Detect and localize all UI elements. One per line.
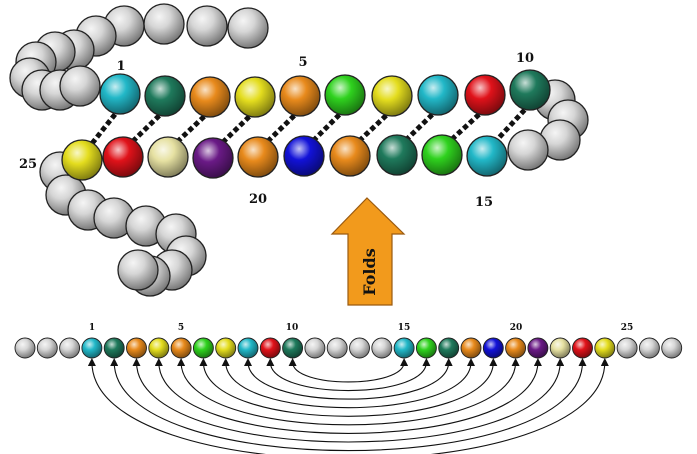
folded-top-bead-5 xyxy=(279,75,321,117)
hydrogen-bonds xyxy=(88,102,532,148)
linear-bead-19 xyxy=(415,337,437,359)
folded-residue-numbers: 1 5 10 15 20 25 xyxy=(19,51,534,210)
bond-1-24 xyxy=(88,106,122,148)
contact-arc-3-22 xyxy=(132,358,565,443)
linear-number-25: 25 xyxy=(621,323,634,333)
contact-arcs xyxy=(87,358,609,454)
folds-arrow-shape xyxy=(330,197,406,306)
folded-top-bead-2 xyxy=(144,75,186,117)
folds-arrow: Folds xyxy=(330,197,406,306)
linear-chain-beads xyxy=(14,337,683,359)
folded-top-bead-3 xyxy=(189,76,231,118)
linear-bead-20 xyxy=(438,337,460,359)
linear-residue-numbers: 1 5 10 15 20 25 xyxy=(89,323,633,333)
linear-number-15: 15 xyxy=(398,323,411,333)
folded-top-bead-10 xyxy=(509,69,551,111)
linear-number-10: 10 xyxy=(286,323,299,333)
linear-bead-6 xyxy=(126,337,147,359)
linear-bead-27 xyxy=(594,337,616,359)
linear-bead-1 xyxy=(14,337,36,359)
tail-bead-n-2 xyxy=(186,5,228,47)
contact-arc-5-20 xyxy=(177,358,520,426)
linear-bead-29 xyxy=(638,337,660,359)
linear-bead-4 xyxy=(81,337,103,359)
tail-bead-n-3 xyxy=(143,3,185,45)
folded-number-10: 10 xyxy=(516,51,534,66)
contact-arc-4-21 xyxy=(154,358,542,434)
folded-bottom-bead-3 xyxy=(147,136,189,178)
turn-bead-4 xyxy=(507,129,549,171)
folded-bottom-bead-6 xyxy=(283,135,325,177)
linear-bead-18 xyxy=(393,337,415,359)
linear-bead-16 xyxy=(349,337,370,359)
folded-bottom-bead-7 xyxy=(329,135,371,177)
folded-top-bead-8 xyxy=(417,74,459,116)
linear-bead-21 xyxy=(460,337,482,359)
linear-bead-15 xyxy=(326,337,348,359)
folded-top-bead-9 xyxy=(464,74,506,116)
linear-bead-8 xyxy=(170,337,192,359)
linear-number-5: 5 xyxy=(178,323,184,333)
folded-top-bead-6 xyxy=(324,74,366,116)
contact-arc-8-17 xyxy=(244,358,453,400)
linear-bead-14 xyxy=(304,337,326,359)
folded-top-bead-7 xyxy=(371,75,413,117)
linear-bead-2 xyxy=(36,337,58,359)
linear-bead-3 xyxy=(59,337,81,359)
folded-chain-beads xyxy=(61,69,551,181)
tail-bead-n-1 xyxy=(227,7,269,49)
linear-bead-28 xyxy=(616,337,638,359)
linear-bead-24 xyxy=(527,337,549,359)
linear-bead-25 xyxy=(549,337,571,359)
linear-bead-5 xyxy=(103,337,125,359)
folded-bottom-bead-4 xyxy=(192,137,234,179)
linear-bead-10 xyxy=(215,337,237,359)
folded-bottom-bead-9 xyxy=(421,134,463,176)
linear-number-1: 1 xyxy=(89,323,95,333)
folded-tail-beads xyxy=(9,3,589,297)
tail-bead-c-10 xyxy=(117,249,159,291)
contact-arc-7-18 xyxy=(221,358,475,409)
contact-arc-2-23 xyxy=(110,358,587,452)
folded-number-20: 20 xyxy=(249,192,267,207)
folded-bottom-bead-5 xyxy=(237,136,279,178)
folded-top-bead-1 xyxy=(99,73,141,115)
folded-number-1: 1 xyxy=(116,59,125,74)
contact-arc-1-24 xyxy=(87,358,609,454)
linear-bead-30 xyxy=(661,337,683,359)
linear-bead-22 xyxy=(482,337,504,359)
folded-top-bead-4 xyxy=(234,76,276,118)
folded-number-25: 25 xyxy=(19,157,37,172)
folded-bottom-bead-10 xyxy=(466,135,508,177)
linear-bead-26 xyxy=(572,337,593,359)
linear-bead-7 xyxy=(148,337,170,359)
contact-arc-9-16 xyxy=(266,358,431,392)
linear-number-20: 20 xyxy=(510,323,523,333)
folded-number-15: 15 xyxy=(475,195,493,210)
linear-bead-9 xyxy=(192,337,214,359)
folded-bottom-bead-8 xyxy=(376,134,418,176)
folded-bottom-bead-2 xyxy=(102,136,144,178)
folds-arrow-label: Folds xyxy=(360,248,379,295)
linear-bead-13 xyxy=(282,337,304,359)
folded-number-5: 5 xyxy=(298,55,307,70)
linear-bead-17 xyxy=(371,337,393,359)
linear-bead-12 xyxy=(259,337,281,359)
contact-arc-6-19 xyxy=(199,358,498,417)
folded-bottom-bead-1 xyxy=(61,139,103,181)
linear-bead-23 xyxy=(505,337,527,359)
linear-bead-11 xyxy=(237,337,259,359)
tail-bead-n-12 xyxy=(59,65,101,107)
contact-arc-10-15 xyxy=(288,358,409,383)
bond-10-15 xyxy=(493,102,532,144)
